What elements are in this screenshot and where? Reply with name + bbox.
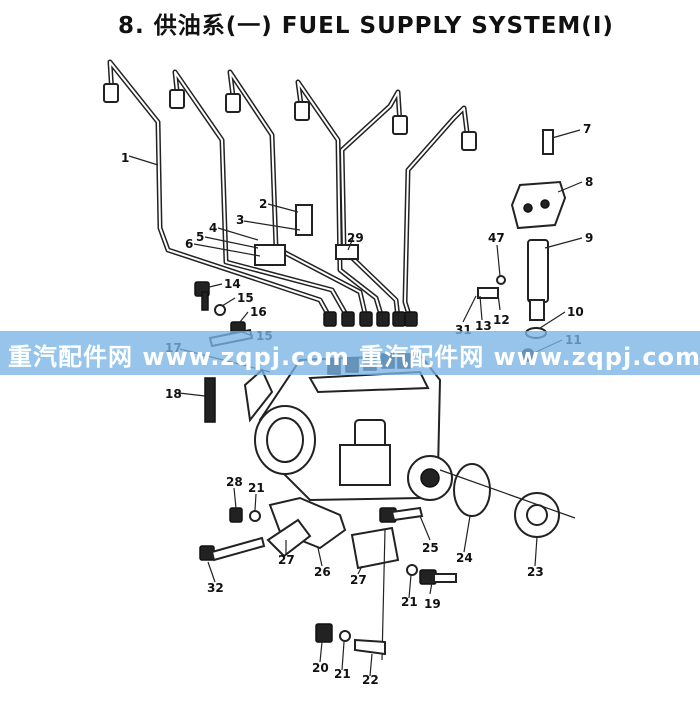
callout-12: 12: [493, 313, 510, 327]
callout-32: 32: [207, 581, 224, 595]
injector-assembly: [477, 129, 567, 362]
callout-26: 26: [314, 565, 331, 579]
callout-19: 19: [424, 597, 441, 611]
callout-23: 23: [527, 565, 544, 579]
callout-7: 7: [583, 122, 591, 136]
callout-4: 4: [209, 221, 217, 235]
callout-5: 5: [196, 230, 204, 244]
callout-13: 13: [475, 319, 492, 333]
callout-3: 3: [236, 213, 244, 227]
callout-14: 14: [224, 277, 241, 291]
watermark-text: 重汽配件网 www.zqpj.com 重汽配件网 www.zqpj.com: [8, 343, 700, 371]
callout-15-upper: 15: [237, 291, 254, 305]
callout-27-right: 27: [350, 573, 367, 587]
callout-10: 10: [567, 305, 584, 319]
callout-21-left: 21: [248, 481, 265, 495]
callout-18: 18: [165, 387, 182, 401]
callout-2: 2: [259, 197, 267, 211]
callout-1: 1: [121, 151, 129, 165]
callout-8: 8: [585, 175, 593, 189]
fuel-pipes: [103, 59, 477, 327]
injection-pump: [243, 353, 453, 502]
callout-25: 25: [422, 541, 439, 555]
callout-27-left: 27: [278, 553, 295, 567]
callout-9: 9: [585, 231, 593, 245]
callout-47: 47: [488, 231, 505, 245]
fasteners: [194, 281, 457, 661]
watermark-banner: 重汽配件网 www.zqpj.com 重汽配件网 www.zqpj.com: [0, 331, 700, 375]
callout-21-right: 21: [401, 595, 418, 609]
callout-29: 29: [347, 231, 364, 245]
callout-16: 16: [250, 305, 267, 319]
callout-28: 28: [226, 475, 243, 489]
callout-24: 24: [456, 551, 473, 565]
drive-parts: [439, 463, 576, 538]
callout-22: 22: [362, 673, 379, 687]
callout-21-bottom: 21: [334, 667, 351, 681]
callout-6: 6: [185, 237, 193, 251]
callout-20: 20: [312, 661, 329, 675]
diagram-title: 8. 供油系(一) FUEL SUPPLY SYSTEM(Ⅰ): [118, 13, 614, 39]
